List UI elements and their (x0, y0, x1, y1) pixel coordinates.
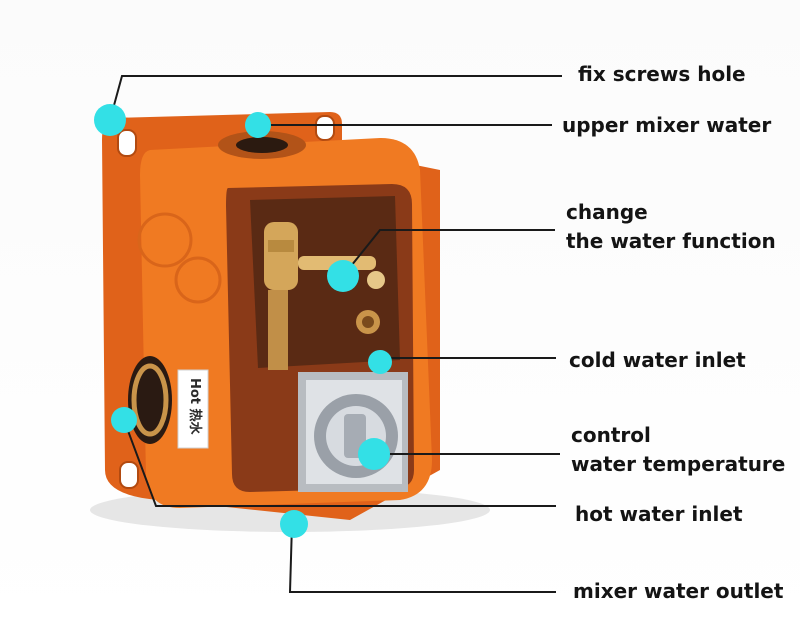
label-change-line1: change (566, 200, 648, 224)
label-cold-water-inlet: cold water inlet (569, 348, 746, 372)
hot-inlet-ring (131, 363, 169, 437)
top-outlet-bore (236, 137, 288, 153)
marker-cold-water-inlet (368, 350, 392, 374)
label-mixer-water-outlet: mixer water outlet (573, 579, 784, 603)
screw-hole-top-left (117, 129, 137, 157)
cold-inlet-bore (362, 316, 374, 328)
label-control-line1: control (571, 423, 651, 447)
label-control-line2: water temperature (571, 452, 786, 476)
leader-change-water-function (342, 229, 555, 277)
marker-change-water-function (327, 260, 359, 292)
screw-hole-top-right (315, 115, 335, 141)
label-change-line2: the water function (566, 229, 776, 253)
brass-diverter-tip (367, 271, 385, 289)
brass-diverter-ring (268, 240, 294, 252)
leader-mixer-water-outlet (288, 523, 556, 593)
label-fix-screws-hole: fix screws hole (578, 62, 746, 86)
hot-label-plate (177, 369, 209, 449)
marker-fix-screws-hole (94, 104, 126, 136)
knockout-circle-top (137, 212, 193, 268)
leader-hot-water-inlet (123, 419, 556, 507)
knockout-circle-bottom (174, 256, 222, 304)
marker-control-water-temperature (358, 438, 390, 470)
label-hot-water-inlet: hot water inlet (575, 502, 743, 526)
marker-mixer-water-outlet (280, 510, 308, 538)
label-upper-mixer-water: upper mixer water (562, 113, 772, 137)
hot-label-text: Hot 热水 (187, 378, 202, 435)
screw-hole-bottom-left (119, 461, 139, 489)
marker-hot-water-inlet (111, 407, 137, 433)
marker-upper-mixer-water (245, 112, 271, 138)
brass-diverter-body (264, 222, 298, 290)
brass-pipe (268, 290, 288, 370)
